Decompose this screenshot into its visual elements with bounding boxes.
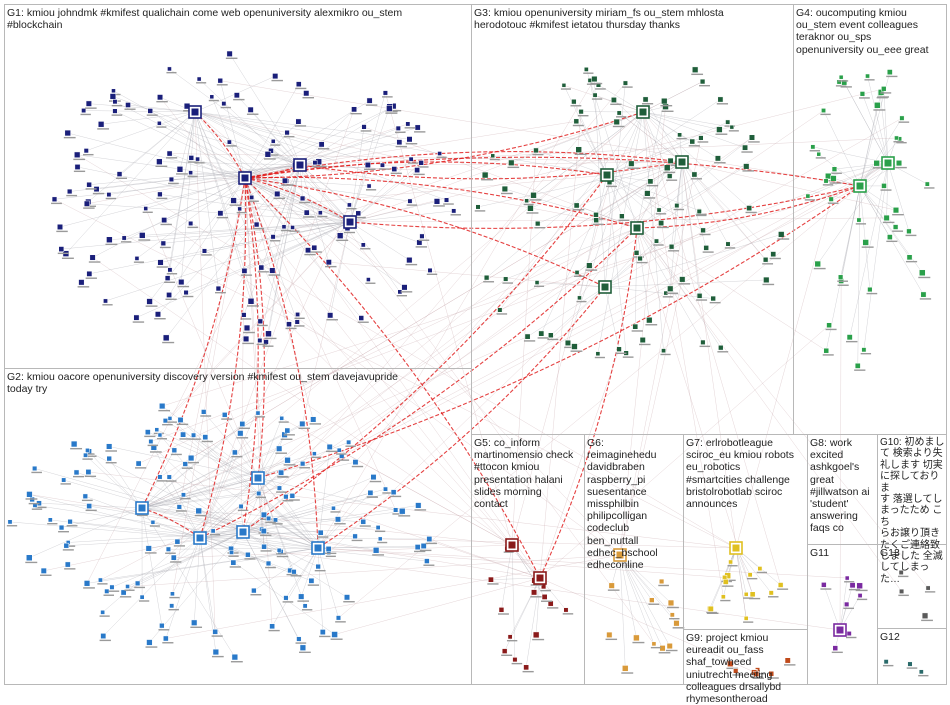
group-label-g5: G5: co_inform martinomensio check #ttoco…: [474, 437, 594, 510]
group-label-g6: G6: reimaginehedu davidbraben raspberry_…: [587, 437, 683, 571]
group-box-g4: [793, 4, 947, 435]
group-label-g1: G1: kmiou johndmk #kmifest qualichain co…: [7, 7, 469, 31]
group-box-g1: [4, 4, 472, 369]
group-label-g4: G4: oucomputing kmiou ou_stem event coll…: [796, 7, 948, 56]
group-label-g8: G8: work excited ashkgoel's great #jillw…: [810, 437, 878, 535]
group-box-g11: [807, 544, 878, 685]
group-label-g7: G7: erlrobotleague sciroc_eu kmiou robot…: [686, 437, 810, 510]
group-box-g3: [471, 4, 794, 435]
group-label-g13: G13: [880, 547, 900, 559]
group-label-g2: G2: kmiou oacore openuniversity discover…: [7, 371, 469, 395]
network-graph: G1: kmiou johndmk #kmifest qualichain co…: [0, 0, 950, 688]
group-label-g10: G10: 初めまし て 検索より失 礼します 切実 に探しておりま す 落選して…: [880, 437, 948, 585]
group-label-g12: G12: [880, 631, 900, 643]
group-label-g3: G3: kmiou openuniversity miriam_fs ou_st…: [474, 7, 792, 31]
group-label-g9: G9: project kmiou eureadit ou_fass shaf_…: [686, 632, 810, 705]
group-label-g11: G11: [810, 547, 829, 559]
group-box-g2: [4, 368, 472, 685]
